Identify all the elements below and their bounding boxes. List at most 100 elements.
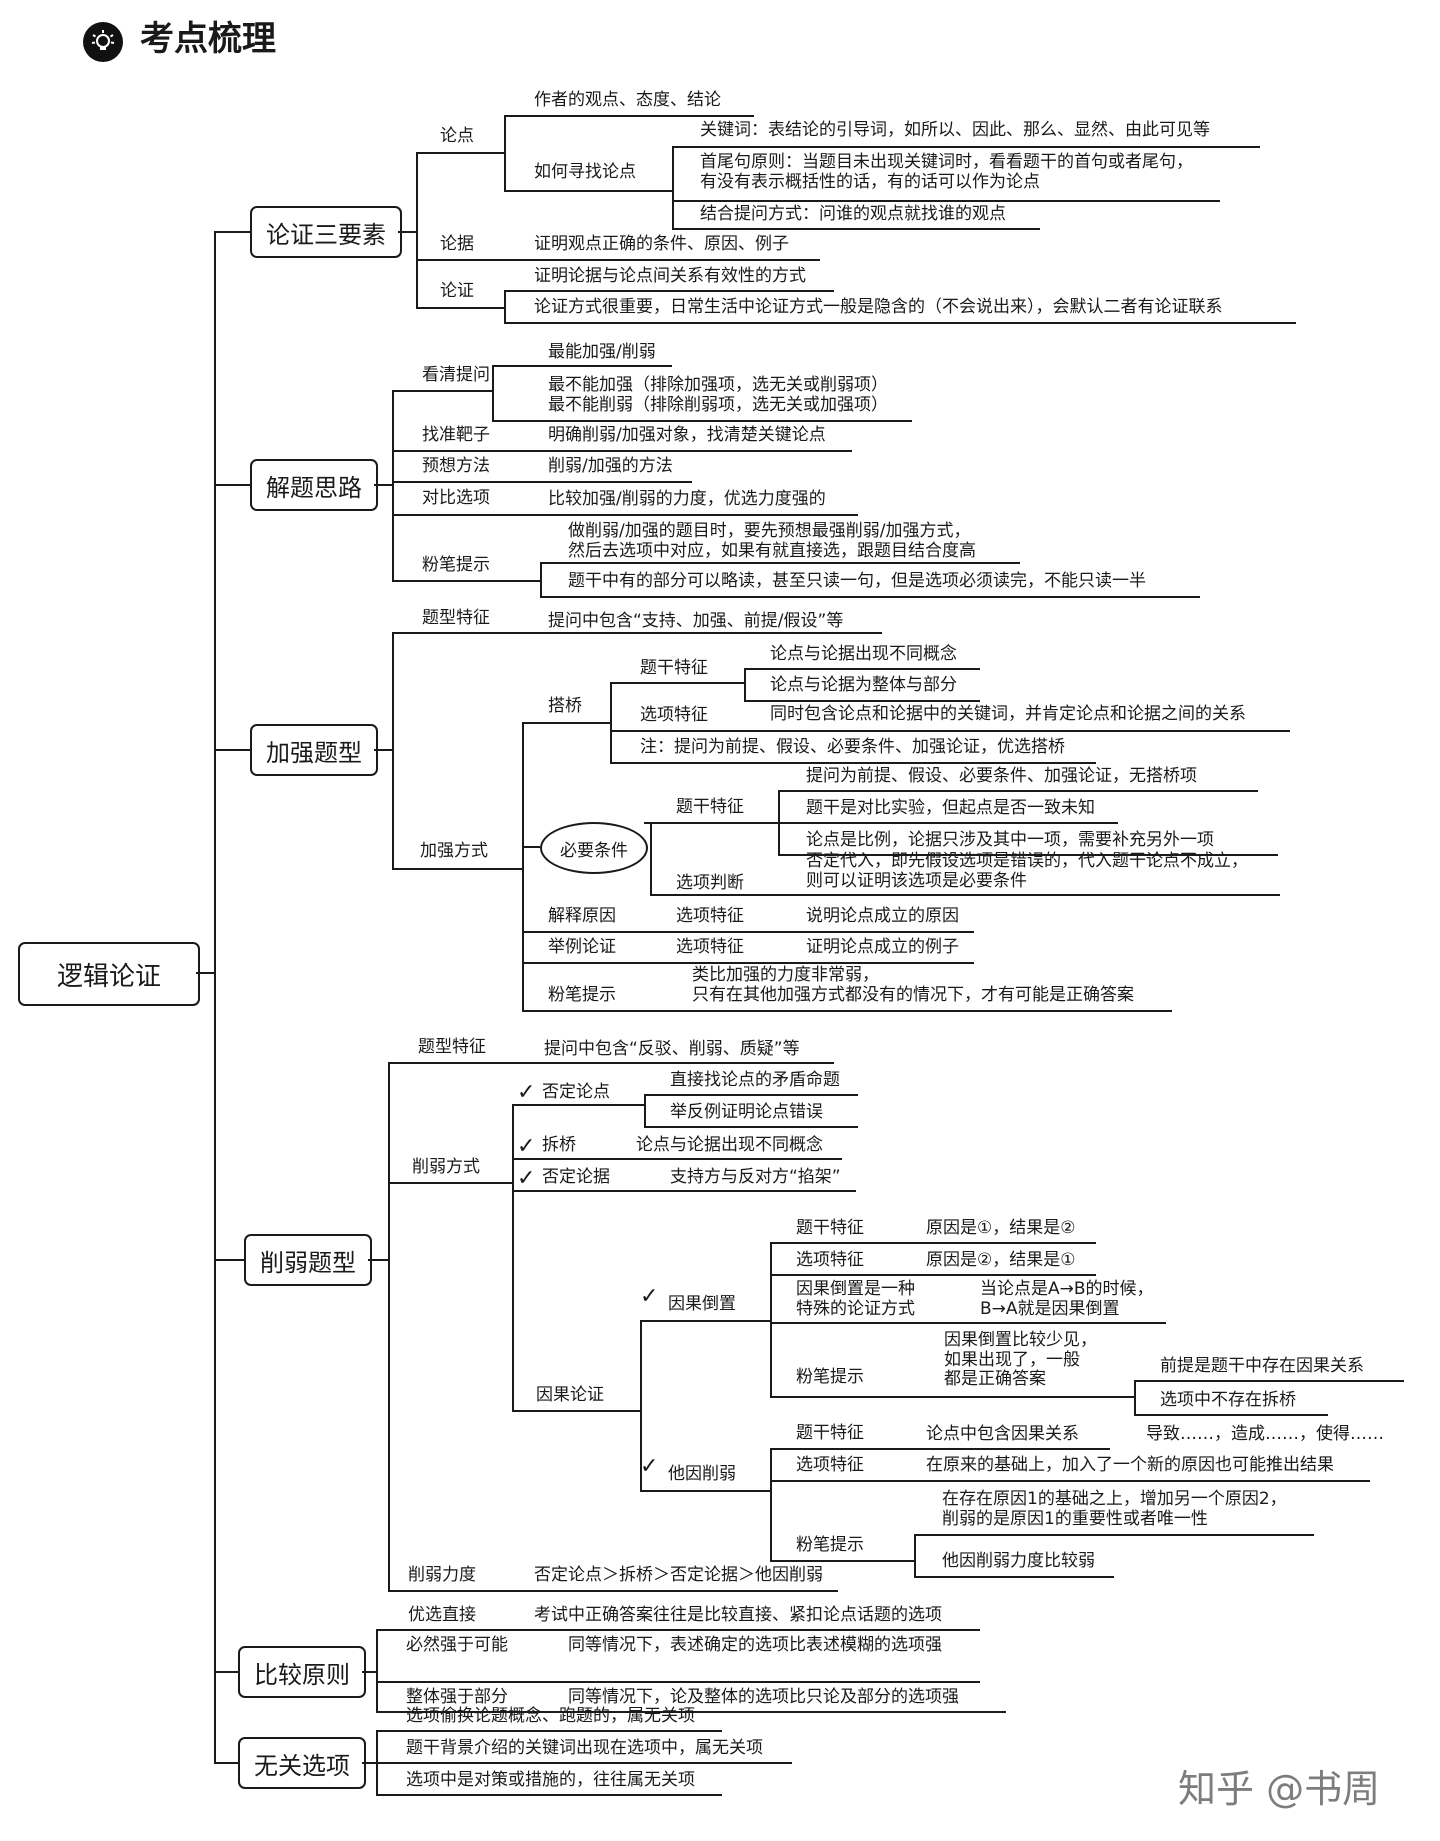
node-example-sub: 选项特征 <box>676 937 744 957</box>
node-lunzheng: 论证 <box>440 281 474 301</box>
leaf-bridge-stem-1: 论点与论据出现不同概念 <box>770 644 957 664</box>
node-bridge-stem: 题干特征 <box>640 658 708 678</box>
node-reverse: 因果倒置 <box>668 1294 736 1314</box>
leaf-compare: 比较加强/削弱的力度，优选力度强的 <box>548 489 826 509</box>
leaf-other-option: 在原来的基础上，加入了一个新的原因也可能推出结果 <box>926 1455 1334 1475</box>
node-find-lundian: 如何寻找论点 <box>534 162 636 182</box>
leaf-s4-feature: 提问中包含“反驳、削弱、质疑”等 <box>544 1039 800 1059</box>
root-node: 逻辑论证 <box>18 942 200 1006</box>
node-necessary-judge: 选项判断 <box>676 873 744 893</box>
leaf-negate-point-2: 举反例证明论点错误 <box>670 1102 823 1122</box>
leaf-example: 证明论点成立的例子 <box>806 937 959 957</box>
node-ask: 看清提问 <box>422 365 490 385</box>
leaf-negate-evidence: 支持方与反对方“掐架” <box>670 1167 841 1187</box>
leaf-s2-tips-1: 做削弱/加强的题目时，要先预想最强削弱/加强方式， 然后去选项中对应，如果有就直… <box>568 521 976 561</box>
leaf-lunzheng-2: 论证方式很重要，日常生活中论证方式一般是隐含的（不会说出来），会默认二者有论证联… <box>534 297 1223 317</box>
node-other-option: 选项特征 <box>796 1455 864 1475</box>
node-s2-tips: 粉笔提示 <box>422 555 490 575</box>
node-s5: 比较原则 <box>238 1646 366 1698</box>
leaf-s6-3: 选项中是对策或措施的，往往属无关项 <box>406 1770 695 1790</box>
node-causal: 因果论证 <box>536 1385 604 1405</box>
leaf-ask-1: 最能加强/削弱 <box>548 342 656 362</box>
leaf-find-1: 关键词：表结论的引导词，如所以、因此、那么、显然、由此可见等 <box>700 120 1210 140</box>
leaf-s5-row-2: 同等情况下，表述确定的选项比表述模糊的选项强 <box>568 1635 942 1655</box>
leaf-method: 削弱/加强的方法 <box>548 456 673 476</box>
node-bridge-option: 选项特征 <box>640 705 708 725</box>
node-negate-point: 否定论点 <box>542 1082 610 1102</box>
leaf-target: 明确削弱/加强对象，找清楚关键论点 <box>548 425 826 445</box>
node-reason: 解释原因 <box>548 906 616 926</box>
leaf-s5-row-1: 考试中正确答案往往是比较直接、紧扣论点话题的选项 <box>534 1605 942 1625</box>
node-strength: 削弱力度 <box>408 1565 476 1585</box>
leaf-find-2: 首尾句原则：当题目未出现关键词时，看看题干的首句或者尾句， 有没有表示概括性的话… <box>700 152 1193 192</box>
leaf-s5-row-3: 同等情况下，论及整体的选项比只论及部分的选项强 <box>568 1687 959 1707</box>
node-s2: 解题思路 <box>250 459 378 511</box>
node-reverse-option: 选项特征 <box>796 1250 864 1270</box>
leaf-s2-tips-2: 题干中有的部分可以略读，甚至只读一句，但是选项必须读完，不能只读一半 <box>568 571 1146 591</box>
node-reverse-tips: 粉笔提示 <box>796 1367 864 1387</box>
node-s4-ways: 削弱方式 <box>412 1157 480 1177</box>
node-s6: 无关选项 <box>238 1737 366 1789</box>
node-method: 预想方法 <box>422 456 490 476</box>
check-icon: ✓ <box>517 1166 536 1191</box>
root-trunk <box>214 231 216 1762</box>
check-icon: ✓ <box>640 1284 659 1309</box>
node-unbridge: 拆桥 <box>542 1135 576 1155</box>
watermark: 知乎 @书周 <box>1178 1767 1381 1811</box>
leaf-other-stem-extra: 导致……，造成……，使得…… <box>1146 1424 1384 1444</box>
leaf-bridge-note: 注：提问为前提、假设、必要条件、加强论证，优选搭桥 <box>640 737 1065 757</box>
leaf-lundian-1: 作者的观点、态度、结论 <box>534 90 721 110</box>
node-reason-sub: 选项特征 <box>676 906 744 926</box>
leaf-other-stem: 论点中包含因果关系 <box>926 1424 1079 1444</box>
node-other: 他因削弱 <box>668 1464 736 1484</box>
node-lunju: 论据 <box>440 234 474 254</box>
leaf-s3-tips: 类比加强的力度非常弱， 只有在其他加强方式都没有的情况下，才有可能是正确答案 <box>692 965 1134 1005</box>
leaf-negate-point-1: 直接找论点的矛盾命题 <box>670 1070 840 1090</box>
leaf-other-tips-1: 在存在原因1的基础之上，增加另一个原因2， 削弱的是原因1的重要性或者唯一性 <box>942 1489 1287 1529</box>
lightbulb-icon <box>83 22 123 62</box>
node-s4: 削弱题型 <box>244 1234 372 1286</box>
node-target: 找准靶子 <box>422 425 490 445</box>
leaf-reverse-tips-sub-1: 前提是题干中存在因果关系 <box>1160 1356 1364 1376</box>
leaf-reverse-tips: 因果倒置比较少见， 如果出现了，一般 都是正确答案 <box>944 1330 1097 1390</box>
leaf-necessary-stem-2: 题干是对比实验，但起点是否一致未知 <box>806 798 1095 818</box>
leaf-lunju: 证明观点正确的条件、原因、例子 <box>534 234 789 254</box>
leaf-ask-2: 最不能加强（排除加强项，选无关或削弱项） 最不能削弱（排除削弱项，选无关或加强项… <box>548 375 888 415</box>
leaf-reverse-stem: 原因是①，结果是② <box>926 1218 1076 1238</box>
leaf-reverse-tips-sub-2: 选项中不存在拆桥 <box>1160 1390 1296 1410</box>
leaf-unbridge: 论点与论据出现不同概念 <box>636 1135 823 1155</box>
leaf-other-tips-2: 他因削弱力度比较弱 <box>942 1551 1095 1571</box>
check-icon: ✓ <box>517 1080 536 1105</box>
node-other-stem: 题干特征 <box>796 1423 864 1443</box>
node-other-tips: 粉笔提示 <box>796 1535 864 1555</box>
check-icon: ✓ <box>640 1454 659 1479</box>
node-s3: 加强题型 <box>250 724 378 776</box>
node-s5-row-2: 必然强于可能 <box>406 1635 508 1655</box>
node-reverse-stem: 题干特征 <box>796 1218 864 1238</box>
node-s3-tips: 粉笔提示 <box>548 985 616 1005</box>
leaf-necessary-stem-3: 论点是比例，论据只涉及其中一项，需要补充另外一项 <box>806 830 1214 850</box>
root-label: 逻辑论证 <box>56 961 161 992</box>
leaf-lunzheng-1: 证明论据与论点间关系有效性的方式 <box>534 266 806 286</box>
leaf-find-3: 结合提问方式：问谁的观点就找谁的观点 <box>700 204 1006 224</box>
leaf-necessary-judge: 否定代入，即先假设选项是错误的，代入题干论点不成立， 则可以证明该选项是必要条件 <box>806 851 1248 891</box>
node-s5-row-3: 整体强于部分 <box>406 1687 508 1707</box>
leaf-bridge-stem-2: 论点与论据为整体与部分 <box>770 675 957 695</box>
node-s1: 论证三要素 <box>250 206 402 258</box>
node-necessary-stem: 题干特征 <box>676 797 744 817</box>
leaf-s3-feature: 提问中包含“支持、加强、前提/假设”等 <box>548 611 844 631</box>
node-negate-evidence: 否定论据 <box>542 1167 610 1187</box>
leaf-reverse-option: 原因是②，结果是① <box>926 1250 1076 1270</box>
node-reverse-special: 因果倒置是一种 特殊的论证方式 <box>796 1279 915 1319</box>
node-necessary: 必要条件 <box>540 822 648 874</box>
check-icon: ✓ <box>517 1134 536 1159</box>
node-lundian: 论点 <box>440 126 474 146</box>
leaf-reverse-special: 当论点是A→B的时候， B→A就是因果倒置 <box>980 1279 1154 1319</box>
node-bridge: 搭桥 <box>548 696 582 716</box>
page-title: 考点梳理 <box>140 19 276 59</box>
leaf-necessary-stem-1: 提问为前提、假设、必要条件、加强论证，无搭桥项 <box>806 766 1197 786</box>
node-s3-feature: 题型特征 <box>422 608 490 628</box>
root-connector <box>196 972 214 974</box>
leaf-s6-2: 题干背景介绍的关键词出现在选项中，属无关项 <box>406 1738 763 1758</box>
